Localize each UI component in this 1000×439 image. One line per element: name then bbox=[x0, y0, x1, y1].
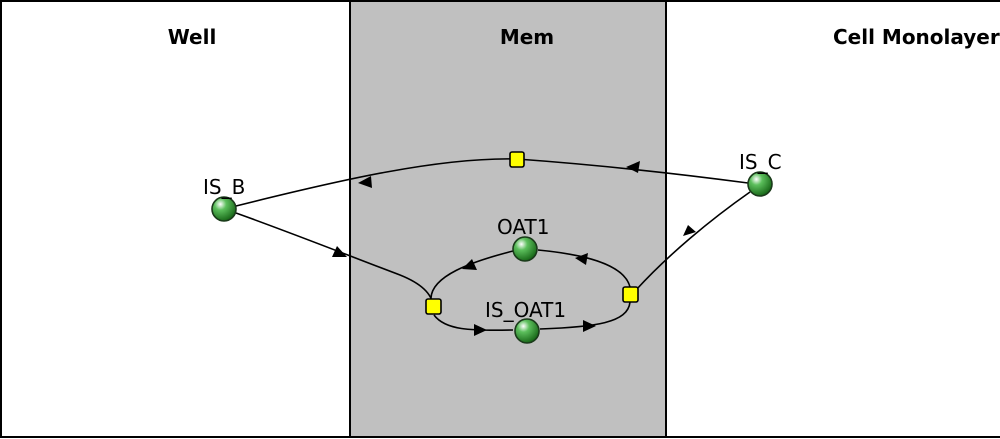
compartment-title-mem: Mem bbox=[500, 25, 554, 49]
edge-isoat1-to-right-reaction bbox=[539, 301, 631, 330]
arrowhead-right-to-oat1 bbox=[575, 253, 588, 265]
edge-top-reaction-to-isb bbox=[235, 158, 518, 207]
compartment-title-cell-monolayer: Cell Monolayer bbox=[833, 25, 1000, 49]
reaction-node-left bbox=[425, 298, 442, 315]
species-node-oat1 bbox=[512, 236, 538, 262]
reaction-node-top bbox=[509, 151, 525, 168]
species-label-oat1: OAT1 bbox=[497, 215, 549, 239]
arrowhead-isoat1-to-right bbox=[583, 320, 596, 332]
compartment-well bbox=[0, 0, 351, 438]
compartment-mem bbox=[349, 0, 667, 438]
compartment-title-well: Well bbox=[168, 25, 217, 49]
arrowhead-isc-to-top bbox=[626, 161, 640, 173]
edge-right-reaction-to-isc bbox=[635, 191, 751, 291]
reaction-node-right bbox=[622, 286, 639, 303]
arrowhead-oat1-to-left bbox=[462, 259, 477, 270]
species-node-is-b bbox=[211, 196, 237, 222]
species-label-is-oat1: IS_OAT1 bbox=[485, 298, 566, 322]
species-node-is-c bbox=[747, 171, 773, 197]
compartment-cell-monolayer bbox=[665, 0, 1000, 438]
species-label-is-c: IS_C bbox=[739, 150, 782, 174]
edge-isb-to-left-reaction bbox=[235, 212, 434, 307]
arrowhead-left-to-isoat1 bbox=[474, 324, 487, 336]
arrowhead-right-to-isc bbox=[683, 225, 696, 236]
edge-left-reaction-to-isoat1 bbox=[433, 314, 514, 332]
arrowhead-isb-to-left bbox=[332, 246, 347, 257]
arrowhead-top-to-isb bbox=[358, 176, 372, 188]
edge-oat1-to-left-reaction bbox=[430, 250, 514, 299]
species-node-is-oat1 bbox=[514, 318, 540, 344]
edge-right-reaction-to-oat1 bbox=[537, 249, 631, 288]
species-label-is-b: IS_B bbox=[203, 175, 245, 199]
